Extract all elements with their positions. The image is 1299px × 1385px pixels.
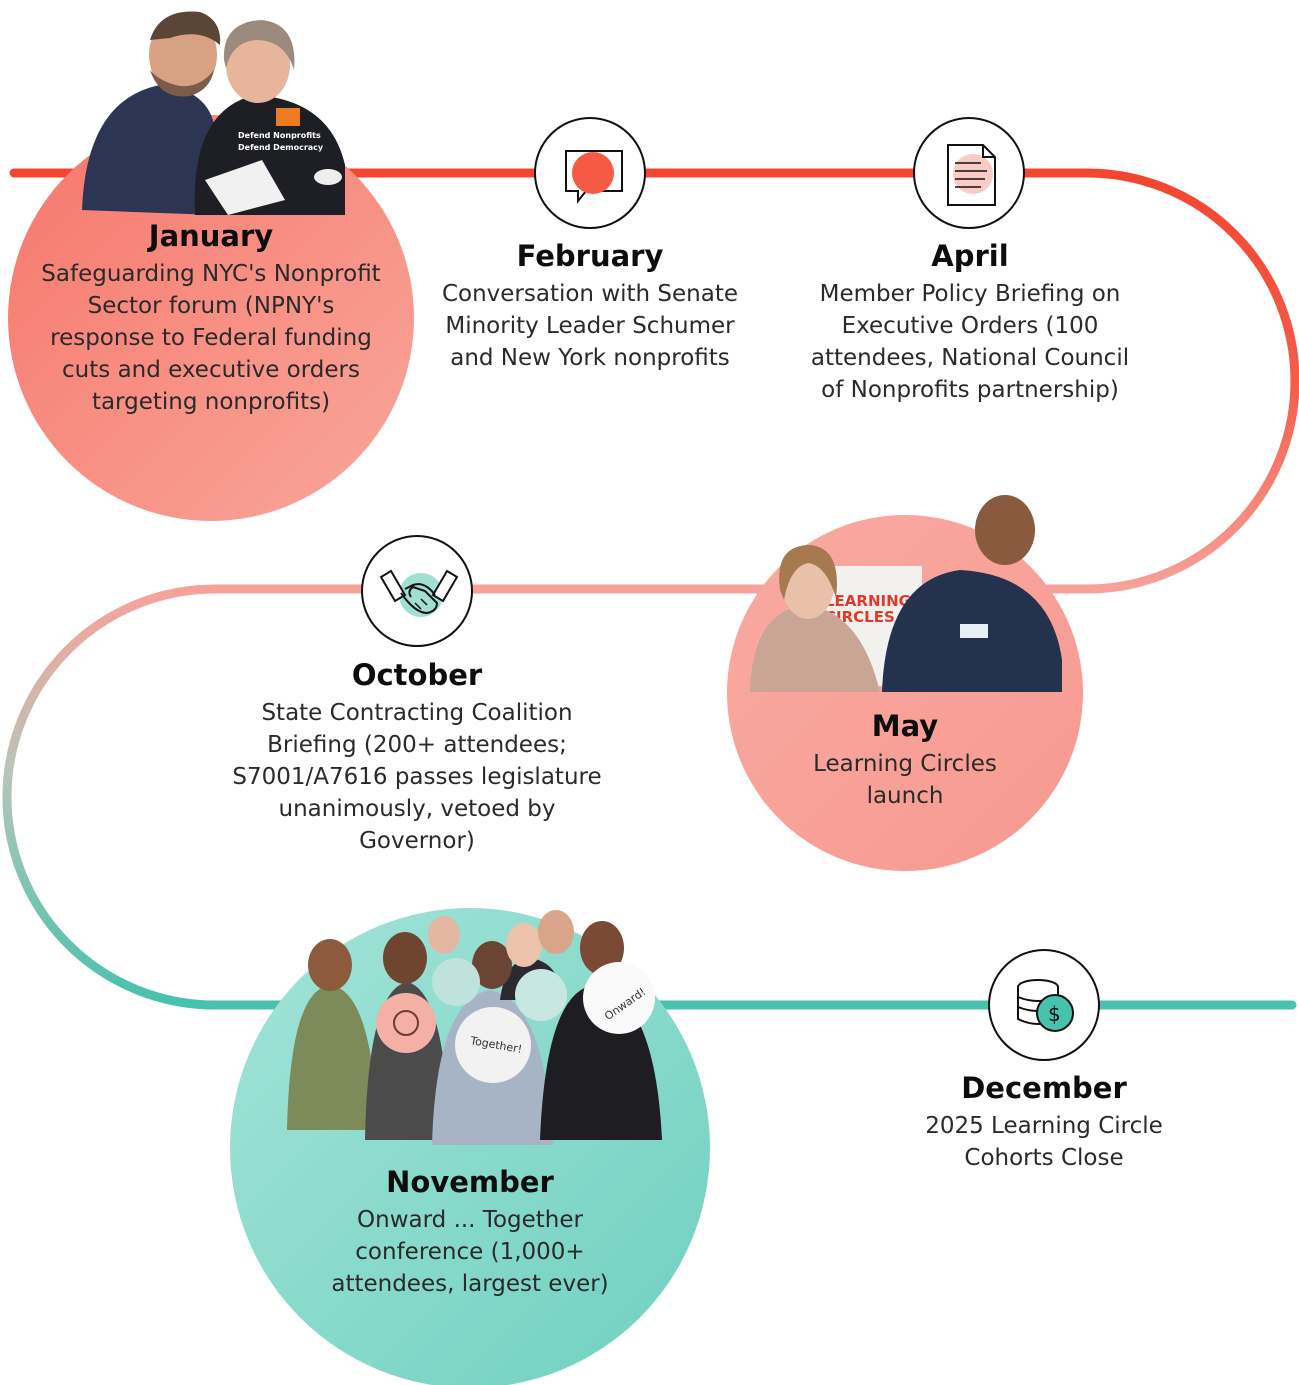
event-october: October State Contracting Coalition Brie…: [228, 657, 606, 857]
event-january: January Safeguarding NYC's Nonprofit Sec…: [40, 218, 382, 418]
coins-dollar-icon: $: [1017, 979, 1074, 1032]
document-icon: [947, 144, 996, 206]
month-label: April: [931, 239, 1009, 273]
month-label: January: [148, 219, 274, 253]
event-april: April Member Policy Briefing on Executiv…: [802, 238, 1138, 406]
svg-text:Defend Nonprofits: Defend Nonprofits: [238, 131, 321, 140]
event-description: State Contracting Coalition Briefing (20…: [232, 700, 602, 854]
event-february: February Conversation with Senate Minori…: [440, 238, 740, 374]
october-icon-circle: [361, 535, 473, 647]
speech-bubble-icon: [565, 150, 623, 204]
svg-text:Defend Democracy: Defend Democracy: [238, 143, 324, 152]
month-label: October: [351, 658, 483, 692]
timeline-curve-right: [1086, 168, 1299, 594]
month-label: November: [386, 1165, 554, 1199]
november-photo: Together! Onward!: [287, 910, 662, 1145]
handshake-icon: [379, 569, 459, 617]
event-description: Member Policy Briefing on Executive Orde…: [810, 281, 1130, 403]
event-may: May Learning Circles launch: [775, 708, 1035, 812]
event-description: Safeguarding NYC's Nonprofit Sector foru…: [41, 261, 381, 415]
month-label: May: [871, 709, 939, 743]
february-icon-circle: [534, 117, 646, 229]
month-label: February: [516, 239, 664, 273]
event-december: December 2025 Learning Circle Cohorts Cl…: [894, 1070, 1194, 1174]
event-description: Conversation with Senate Minority Leader…: [441, 281, 739, 371]
month-label: December: [961, 1071, 1127, 1105]
event-november: November Onward ... Together conference …: [300, 1164, 640, 1300]
event-description: Learning Circles launch: [813, 751, 997, 809]
timeline-curve-left: [2, 584, 216, 1010]
event-description: Onward ... Together conference (1,000+ a…: [331, 1207, 609, 1297]
event-description: 2025 Learning Circle Cohorts Close: [925, 1113, 1163, 1171]
may-photo: LEARNING CIRCLES: [750, 495, 1062, 692]
svg-text:$: $: [1048, 1002, 1061, 1026]
april-icon-circle: [913, 117, 1025, 229]
january-photo: Defend Nonprofits Defend Democracy: [82, 11, 345, 215]
december-icon-circle: $: [988, 949, 1100, 1061]
january-circle: [8, 115, 414, 521]
svg-text:LEARNING: LEARNING: [825, 592, 911, 610]
